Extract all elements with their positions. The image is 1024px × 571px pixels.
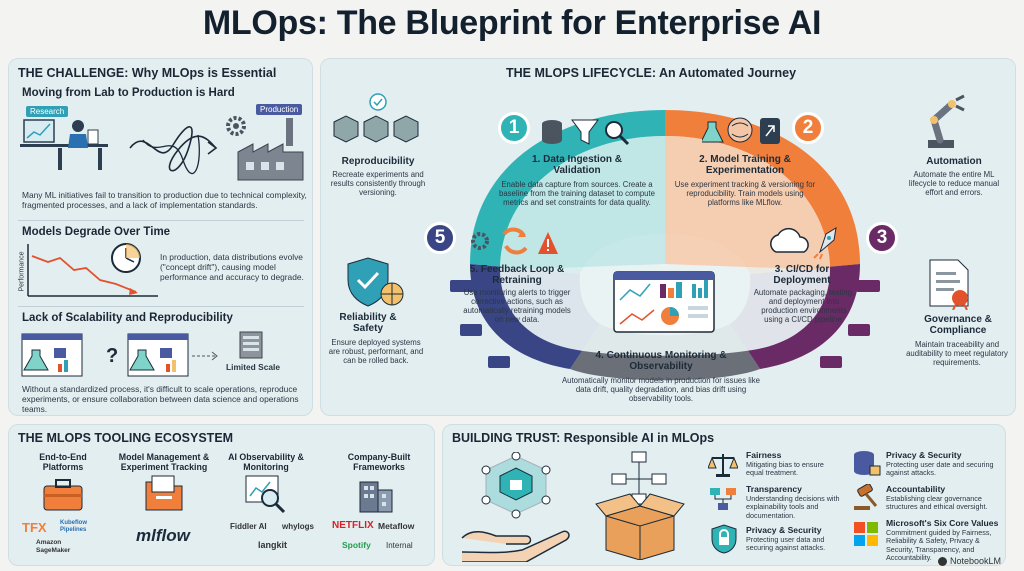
logo-kubeflow: Kubeflow Pipelines xyxy=(60,520,87,533)
stage-5-title: 5. Feedback Loop & Retraining xyxy=(469,264,565,286)
data-ingestion-icon xyxy=(540,116,630,155)
notebooklm-watermark: NotebookLM xyxy=(938,556,1001,566)
challenge-heading: THE CHALLENGE: Why MLOps is Essential xyxy=(18,66,277,80)
tangled-process-icon xyxy=(128,120,218,180)
trust-microsoft-title: Microsoft's Six Core Values xyxy=(886,518,999,528)
shield-check-icon xyxy=(344,256,406,315)
lifecycle-cycle-diagram xyxy=(430,84,900,409)
trust-panel xyxy=(442,424,1006,566)
stage-4-title: 4. Continuous Monitoring & Observability xyxy=(595,350,727,372)
stage-1-title: 1. Data Ingestion & Validation xyxy=(531,154,622,176)
hand-network-icon xyxy=(456,451,576,567)
notebooklm-label: NotebookLM xyxy=(950,556,1002,566)
database-lock-icon xyxy=(852,450,882,483)
compliance-document-icon xyxy=(926,258,976,315)
stage-5-number: 5 xyxy=(424,222,456,254)
lock-shield-icon xyxy=(710,524,738,559)
building-icon xyxy=(356,474,396,519)
robot-arm-icon xyxy=(912,90,976,155)
trust-fairness-title: Fairness xyxy=(746,450,782,460)
automation-text: Automate the entire ML lifecycle to redu… xyxy=(908,170,1000,197)
notebooklm-icon xyxy=(938,556,947,566)
trust-privacy-title-a: Privacy & Security xyxy=(746,525,822,535)
svg-text:?: ? xyxy=(106,345,118,367)
briefcase-icon xyxy=(42,478,84,517)
divider xyxy=(18,220,304,221)
lab-to-prod-text: Many ML initiatives fail to transition t… xyxy=(22,190,307,210)
trust-fairness-text: Mitigating bias to ensure equal treatmen… xyxy=(746,460,824,478)
logo-netflix: NETFLIX xyxy=(332,520,374,531)
logo-spotify: Spotify xyxy=(342,540,371,550)
flowchart-icon xyxy=(708,486,738,517)
scalability-text: Without a standardized process, it's dif… xyxy=(22,384,299,414)
microsoft-logo-icon xyxy=(852,520,880,553)
open-box-network-icon xyxy=(592,450,692,565)
logo-langkit: langkit xyxy=(258,540,288,550)
scalability-icons: ? xyxy=(20,330,220,385)
scalability-title: Lack of Scalability and Reproducibility xyxy=(22,312,233,324)
reproducibility-title: Reproducibility xyxy=(341,156,415,167)
feedback-loop-icon xyxy=(470,224,560,263)
reliability-text: Ensure deployed systems are robust, perf… xyxy=(328,338,424,365)
governance-title: Governance & Compliance xyxy=(924,314,992,336)
trust-transparency-title: Transparency xyxy=(746,484,802,494)
stage-5-text: Use monitoring alerts to trigger correct… xyxy=(463,288,571,324)
tool-col-observability-title: AI Observability & Monitoring xyxy=(228,452,304,472)
automation-title: Automation xyxy=(926,156,982,167)
trust-privacy-text-a: Protecting user data and securing agains… xyxy=(746,535,826,553)
trust-heading: BUILDING TRUST: Responsible AI in MLOps xyxy=(452,431,715,445)
trust-privacy-text-b: Protecting user date and securing agains… xyxy=(886,460,994,478)
limited-scale-label: Limited Scale xyxy=(226,362,280,372)
lifecycle-heading: THE MLOPS LIFECYCLE: An Automated Journe… xyxy=(506,66,797,80)
reproducibility-cubes-icon xyxy=(330,90,424,155)
stage-2-title: 2. Model Training & Experimentation xyxy=(699,154,791,176)
research-tag: Research xyxy=(26,106,69,117)
logo-metaflow: Metaflow xyxy=(378,521,415,531)
tool-col-tracking-title: Model Management & Experiment Tracking xyxy=(118,452,210,472)
stage-3-text: Automate packaging, testing, and deploym… xyxy=(753,288,855,324)
scales-icon xyxy=(707,452,739,483)
trust-transparency-text: Understanding decisions with explainabil… xyxy=(746,494,840,520)
logo-whylogs: whylogs xyxy=(282,522,315,531)
stage-1-number: 1 xyxy=(498,112,530,144)
tool-col-company-title: Company-Built Frameworks xyxy=(347,452,411,472)
logo-mlflow: mlflow xyxy=(136,526,190,545)
degrade-title: Models Degrade Over Time xyxy=(22,226,171,238)
logo-tfx: TFX xyxy=(22,520,47,535)
cicd-cloud-rocket-icon xyxy=(766,224,846,265)
trust-accountability-text: Establishing clear governance structures… xyxy=(886,494,988,512)
lab-to-prod-title: Moving from Lab to Production is Hard xyxy=(22,87,235,99)
server-icon xyxy=(236,330,266,365)
performance-axis-label: Performance xyxy=(18,251,26,292)
tool-col-platforms-title: End-to-End Platforms xyxy=(39,452,87,472)
reproducibility-text: Recreate experiments and results consist… xyxy=(330,170,426,197)
logo-fiddler: Fiddler AI xyxy=(230,522,267,531)
stage-3-title: 3. CI/CD for Deployment xyxy=(773,264,831,286)
research-scene-icon: Research xyxy=(18,104,118,184)
governance-text: Maintain traceability and auditability t… xyxy=(906,340,1008,367)
stage-3-number: 3 xyxy=(866,222,898,254)
magnifier-chart-icon xyxy=(244,474,288,519)
page-title: MLOps: The Blueprint for Enterprise AI xyxy=(202,4,822,42)
trust-microsoft-text: Commitment guided by Fairness, Reliabili… xyxy=(886,528,992,563)
tooling-heading: THE MLOPS TOOLING ECOSYSTEM xyxy=(18,431,234,445)
logo-internal: Internal xyxy=(386,541,413,550)
degrade-text: In production, data distributions evolve… xyxy=(160,252,304,282)
gavel-icon xyxy=(852,483,882,517)
degrade-chart-icon xyxy=(18,240,163,307)
stage-4-text: Automatically monitor models in producti… xyxy=(561,376,761,403)
production-tag: Production xyxy=(256,104,303,115)
logo-sagemaker: Amazon SageMaker xyxy=(36,539,71,554)
trust-privacy-title-b: Privacy & Security xyxy=(886,450,962,460)
folder-icon xyxy=(144,474,184,517)
model-training-icon xyxy=(700,114,782,153)
stage-2-text: Use experiment tracking & versioning for… xyxy=(674,180,816,207)
monitoring-dashboard-icon xyxy=(612,270,716,341)
trust-accountability-title: Accountability xyxy=(886,484,946,494)
stage-1-text: Enable data capture from sources. Create… xyxy=(498,180,656,207)
stage-2-number: 2 xyxy=(792,112,824,144)
reliability-title: Reliability & Safety xyxy=(339,312,397,334)
divider xyxy=(18,306,304,307)
production-factory-icon: Production xyxy=(216,104,306,184)
